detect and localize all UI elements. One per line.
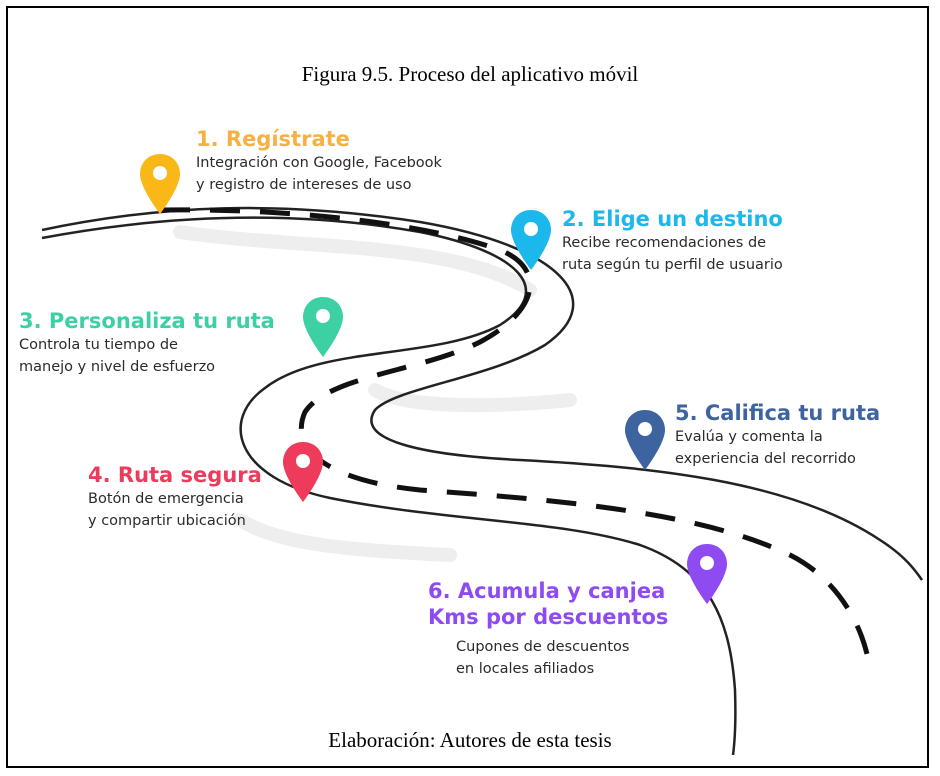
- map-pin-icon: [625, 410, 665, 470]
- step-title: 5. Califica tu ruta: [675, 401, 881, 425]
- step-1: 1. Regístrate Integración con Google, Fa…: [196, 126, 442, 196]
- step-description-line: Recibe recomendaciones de: [562, 235, 767, 251]
- step-description-line: Integración con Google, Facebook: [196, 155, 442, 171]
- map-pin-icon: [140, 154, 180, 214]
- step-description-line: y registro de intereses de uso: [196, 177, 412, 193]
- step-title: 6. Acumula y canjea: [428, 579, 666, 603]
- step-3: 3. Personaliza tu ruta Controla tu tiemp…: [19, 308, 275, 378]
- step-2: 2. Elige un destino Recibe recomendacion…: [562, 206, 783, 276]
- step-description-line: y compartir ubicación: [88, 513, 246, 529]
- map-pin-icon: [687, 544, 727, 604]
- step-description-line: Cupones de descuentos: [456, 639, 630, 655]
- step-description-line: Controla tu tiempo de: [19, 337, 178, 353]
- map-pin-icon: [511, 210, 551, 270]
- step-title: 4. Ruta segura: [88, 463, 262, 487]
- step-5: 5. Califica tu ruta Evalúa y comenta la …: [675, 400, 880, 470]
- step-description-line: Botón de emergencia: [88, 491, 244, 507]
- step-title: 1. Regístrate: [196, 127, 350, 151]
- step-title: Kms por descuentos: [428, 605, 669, 629]
- step-title: 2. Elige un destino: [562, 207, 783, 231]
- figure-title: Figura 9.5. Proceso del aplicativo móvil: [301, 62, 639, 86]
- step-description-line: en locales afiliados: [456, 661, 595, 677]
- step-description-line: ruta según tu perfil de usuario: [562, 257, 783, 273]
- step-6: 6. Acumula y canjea Kms por descuentos C…: [428, 578, 668, 680]
- step-description-line: experiencia del recorrido: [675, 451, 856, 467]
- map-pin-icon: [283, 442, 323, 502]
- step-4: 4. Ruta segura Botón de emergencia y com…: [88, 462, 262, 532]
- figure-source: Elaboración: Autores de esta tesis: [328, 728, 612, 752]
- step-description-line: manejo y nivel de esfuerzo: [19, 359, 216, 375]
- map-pin-icon: [303, 297, 343, 357]
- figure-frame: [6, 6, 929, 768]
- step-description-line: Evalúa y comenta la: [675, 429, 823, 445]
- step-title: 3. Personaliza tu ruta: [19, 309, 275, 333]
